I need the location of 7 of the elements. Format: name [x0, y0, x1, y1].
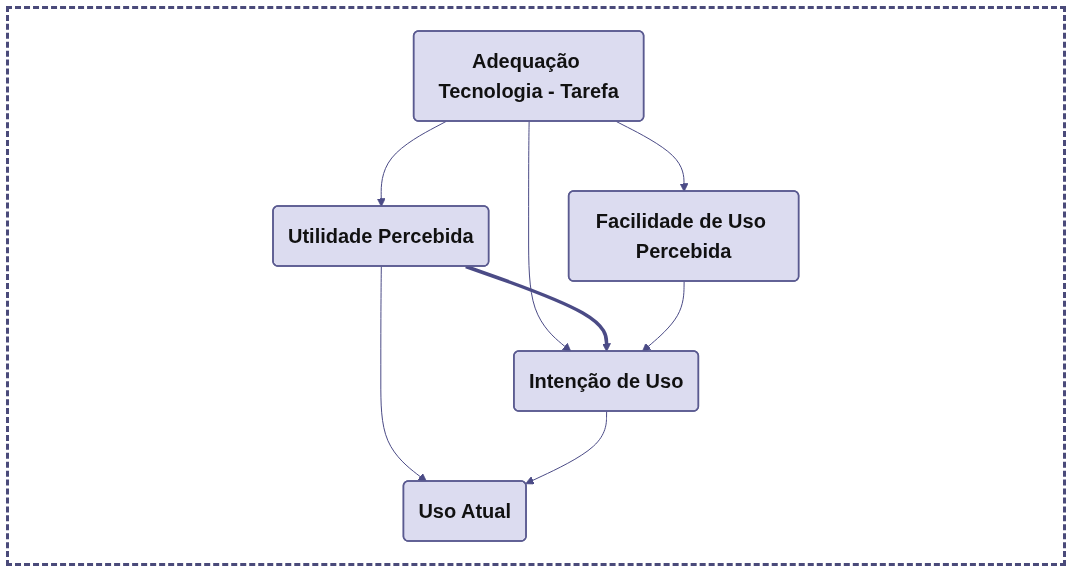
arrow	[525, 411, 608, 485]
arrow	[616, 121, 689, 192]
arrow	[380, 266, 428, 482]
dashed-frame: Adequação Tecnologia - Tarefa Utilidade Percebida Facilidade de Uso Percebida Intenção de Uso Uso Atual	[6, 6, 1066, 566]
arrow	[528, 121, 572, 352]
arrow	[377, 121, 447, 207]
arrow	[642, 281, 685, 352]
